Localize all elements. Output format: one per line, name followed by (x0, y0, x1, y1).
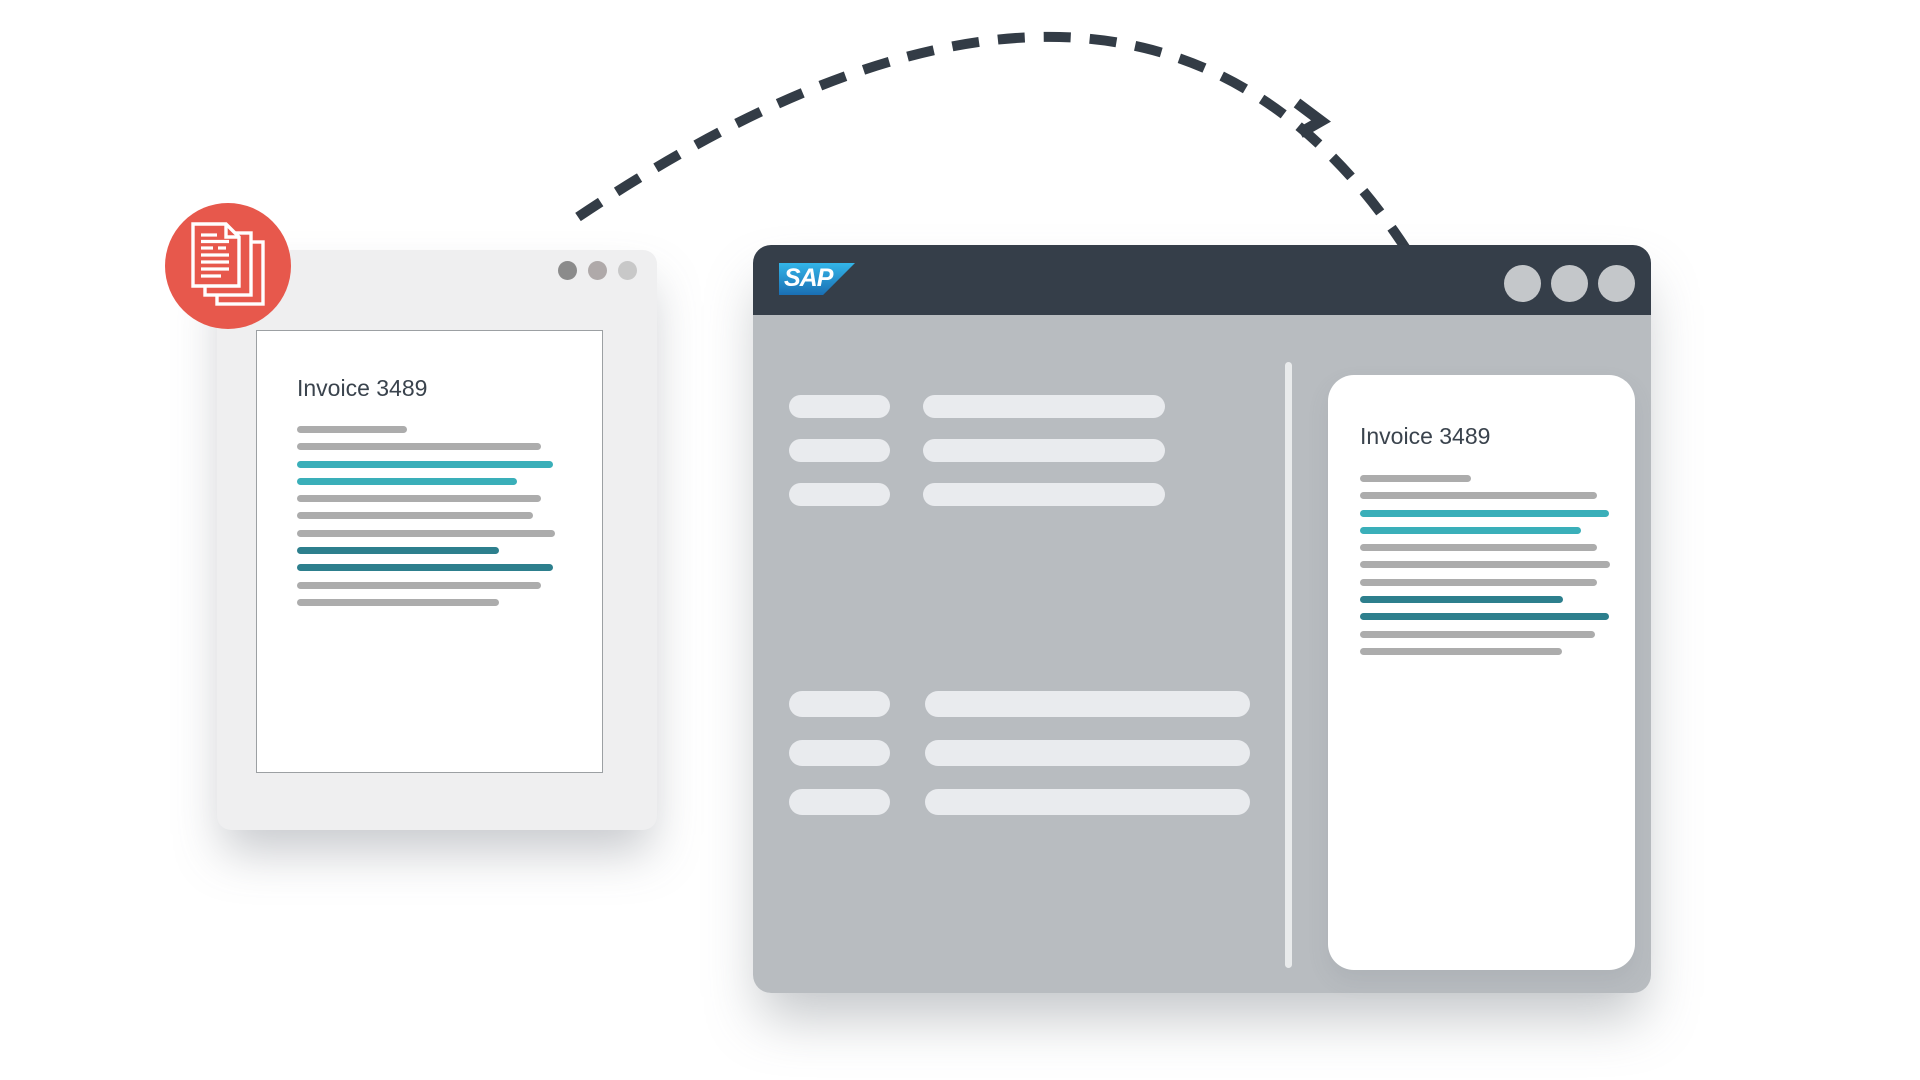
titlebar-dot (1504, 265, 1541, 302)
doc-line (1360, 509, 1609, 517)
window-dot (618, 261, 637, 280)
form-label-pill (789, 740, 890, 766)
form-row (789, 483, 1269, 506)
form-row (789, 439, 1269, 462)
form-group-bottom (789, 691, 1269, 815)
doc-line (297, 426, 407, 433)
doc-line (1360, 647, 1562, 655)
form-field-pill (925, 789, 1250, 815)
doc-line (297, 495, 541, 503)
doc-line (297, 529, 555, 537)
form-label-pill (789, 395, 890, 418)
sap-app-window: SAP Invoice 3489 (753, 245, 1651, 993)
form-label-pill (789, 439, 890, 462)
doc-line (1360, 596, 1563, 604)
sap-logo-text: SAP (784, 264, 833, 292)
window-dot (558, 261, 577, 280)
form-label-pill (789, 691, 890, 717)
doc-line (1360, 544, 1597, 552)
form-row (789, 740, 1269, 766)
doc-line (1360, 630, 1595, 638)
doc-line (297, 564, 553, 572)
titlebar-controls (1504, 265, 1635, 302)
doc-line (297, 598, 499, 606)
transfer-arrow-path (575, 31, 1413, 255)
form-group-top (789, 395, 1269, 506)
form-label-pill (789, 789, 890, 815)
window-controls (558, 261, 637, 280)
form-field-pill (923, 395, 1165, 418)
invoice-title: Invoice 3489 (297, 375, 428, 401)
form-field-pill (925, 740, 1250, 766)
form-field-pill (925, 691, 1250, 717)
vertical-divider (1285, 362, 1292, 968)
invoice-document: Invoice 3489 (256, 330, 603, 773)
titlebar-dot (1551, 265, 1588, 302)
documents-badge (165, 203, 291, 329)
invoice-preview-panel: Invoice 3489 (1328, 375, 1635, 970)
doc-line (297, 460, 553, 468)
form-row (789, 691, 1269, 717)
form-field-pill (923, 483, 1165, 506)
window-dot (588, 261, 607, 280)
doc-line (297, 581, 541, 589)
sap-window-body: Invoice 3489 (753, 315, 1651, 993)
doc-line (297, 512, 533, 520)
arrowhead-icon (1293, 98, 1331, 138)
form-label-pill (789, 483, 890, 506)
form-field-pill (923, 439, 1165, 462)
sap-logo: SAP (779, 263, 855, 295)
titlebar-dot (1598, 265, 1635, 302)
doc-line (1360, 613, 1609, 621)
doc-line (1360, 492, 1597, 500)
doc-line (297, 547, 499, 555)
doc-line (1360, 475, 1471, 482)
doc-line (297, 443, 541, 451)
panel-text-lines (1360, 475, 1610, 665)
source-document-window: Invoice 3489 (217, 250, 657, 830)
doc-line (1360, 526, 1581, 534)
doc-line (1360, 561, 1610, 569)
invoice-text-lines (297, 426, 555, 616)
documents-icon (191, 222, 265, 306)
panel-invoice-title: Invoice 3489 (1360, 423, 1491, 449)
sap-window-titlebar: SAP (753, 245, 1651, 315)
doc-line (297, 477, 517, 485)
form-row (789, 395, 1269, 418)
doc-line (1360, 578, 1597, 586)
form-row (789, 789, 1269, 815)
